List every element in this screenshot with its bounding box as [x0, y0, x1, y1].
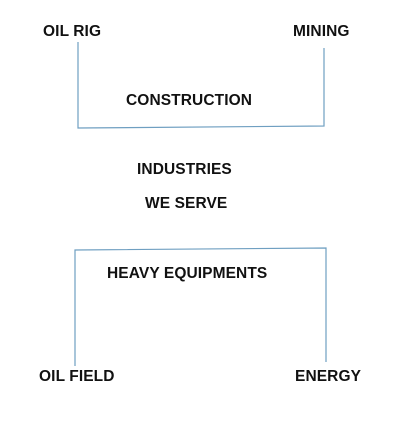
label-construction: CONSTRUCTION — [126, 92, 253, 109]
label-oil-rig: OIL RIG — [43, 23, 102, 40]
bottom-bracket-line — [74, 247, 327, 366]
label-oil-field: OIL FIELD — [39, 368, 115, 385]
label-heavy-equipments: HEAVY EQUIPMENTS — [107, 265, 268, 282]
label-mining: MINING — [293, 23, 350, 40]
top-bracket-line — [77, 42, 325, 129]
label-we-serve: WE SERVE — [145, 195, 228, 212]
label-industries: INDUSTRIES — [137, 161, 232, 178]
label-energy: ENERGY — [295, 368, 362, 385]
